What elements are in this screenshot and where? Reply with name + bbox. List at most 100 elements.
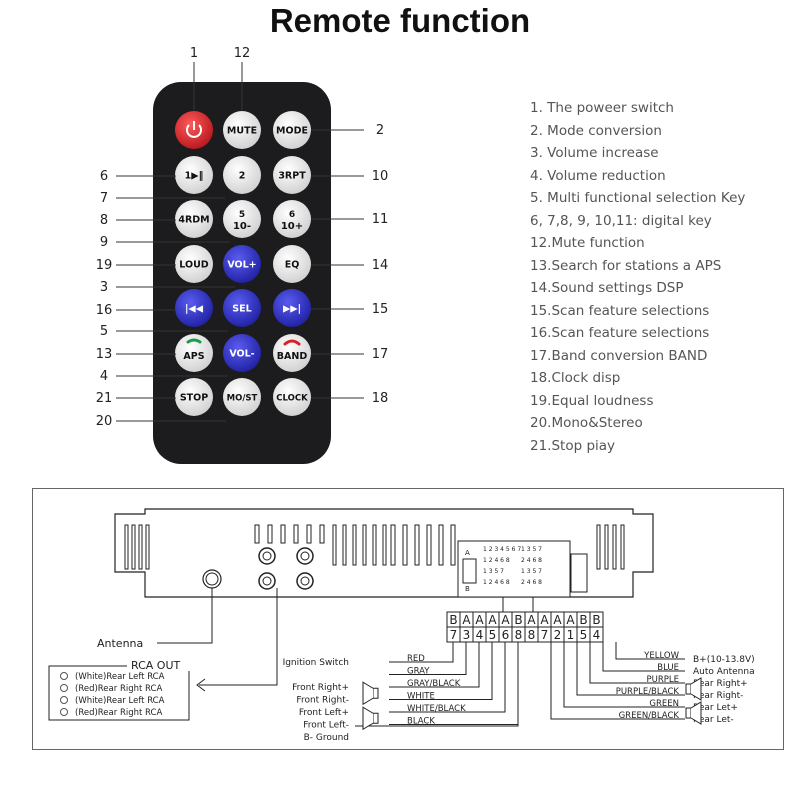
pin-number: 8 — [515, 628, 523, 642]
pin-ab-label: A — [462, 613, 471, 627]
button-face[interactable] — [273, 111, 311, 149]
left-wire-label: B- Ground — [304, 733, 349, 743]
rca-title-bg — [127, 659, 195, 671]
button-face[interactable] — [273, 245, 311, 283]
remote-button-most[interactable]: MO/ST — [223, 378, 261, 416]
button-face[interactable] — [223, 200, 261, 238]
remote-button-mode[interactable]: MODE — [273, 111, 311, 149]
remote-button-next[interactable]: ▶▶| — [273, 289, 311, 327]
iso-connector — [457, 540, 571, 598]
remote-button-volup[interactable]: VOL+ — [223, 245, 261, 283]
remote-button-eq[interactable]: EQ — [273, 245, 311, 283]
button-face[interactable] — [175, 245, 213, 283]
button-face[interactable] — [223, 245, 261, 283]
speaker-icon — [372, 712, 379, 724]
button-face[interactable] — [175, 200, 213, 238]
remote-button-prev[interactable]: |◀◀ — [175, 289, 213, 327]
remote-button-loud[interactable]: LOUD — [175, 245, 213, 283]
remote-button-clock[interactable]: CLOCK — [273, 378, 311, 416]
remote-button-power[interactable] — [175, 111, 213, 149]
button-face[interactable] — [273, 200, 311, 238]
callout-2: 2 — [376, 123, 384, 138]
pin-number: 5 — [580, 628, 588, 642]
callout-8: 8 — [100, 213, 108, 228]
pin-number: 1 — [567, 628, 575, 642]
button-face[interactable] — [273, 289, 311, 327]
rca-dot-icon — [60, 708, 68, 716]
right-wire-label: Rear Let+ — [693, 703, 738, 713]
connector-side — [570, 553, 588, 593]
rca-out-item: (White)Rear Left RCA — [75, 672, 165, 682]
right-wire-color: BLUE — [657, 663, 679, 673]
callout-20: 20 — [96, 414, 113, 429]
pin-number: 2 — [554, 628, 562, 642]
speaker-cone — [362, 706, 374, 731]
vent-slot — [596, 524, 601, 570]
remote-button-voldn[interactable]: VOL- — [223, 334, 261, 372]
rca-dot-icon — [60, 696, 68, 704]
pin-ab-label: B — [592, 613, 600, 627]
remote-control-diagram: MUTE MODE 1▶‖ 2 3RPT 4RDM 510- 610+ LOUD VOL+ EQ |◀… — [96, 46, 388, 464]
right-wire-color: PURPLE/BLACK — [616, 687, 680, 697]
connector-pins: 1 2 3 4 5 6 7 — [483, 546, 521, 553]
button-label: MUTE — [227, 126, 257, 137]
remote-button-aps[interactable]: APS — [175, 334, 213, 372]
remote-button-sel[interactable]: SEL — [223, 289, 261, 327]
left-wire — [389, 642, 467, 675]
remote-button-k2[interactable]: 2 — [223, 156, 261, 194]
remote-button-band[interactable]: BAND — [273, 334, 311, 372]
rca-out-item: (Red)Rear Right RCA — [75, 684, 162, 694]
right-wire-color: PURPLE — [647, 675, 680, 685]
page-title: Remote function — [269, 2, 531, 39]
remote-button-mute[interactable]: MUTE — [223, 111, 261, 149]
button-face[interactable] — [273, 334, 311, 372]
remote-button-k3[interactable]: 3RPT — [273, 156, 311, 194]
antenna-jack-inner — [205, 572, 219, 586]
rca-out-box — [48, 665, 190, 721]
button-face[interactable] — [175, 289, 213, 327]
vent-slot — [390, 524, 396, 566]
function-item: 6, 7,8, 9, 10,11: digital key — [530, 212, 712, 229]
button-label: MODE — [276, 126, 308, 137]
speaker-icon — [685, 707, 692, 719]
callout-9: 9 — [100, 235, 108, 250]
right-wire-color: GREEN — [649, 699, 679, 709]
rca-wire — [199, 588, 278, 686]
button-face[interactable] — [273, 156, 311, 194]
remote-button-k4[interactable]: 4RDM — [175, 200, 213, 238]
right-wire-color: YELLOW — [643, 651, 679, 661]
vent-slot — [131, 524, 136, 570]
function-item: 1. The poweer switch — [530, 100, 674, 116]
speaker-cone — [690, 677, 702, 701]
button-label: 4RDM — [178, 215, 209, 226]
remote-button-stop[interactable]: STOP — [175, 378, 213, 416]
rca-out-item: (Red)Rear Right RCA — [75, 708, 162, 718]
button-face[interactable] — [223, 156, 261, 194]
vent-slot — [438, 524, 444, 566]
pin-number: 6 — [502, 628, 510, 642]
button-label: ▶▶| — [283, 304, 301, 315]
button-face[interactable] — [175, 334, 213, 372]
callout-6: 6 — [100, 169, 108, 184]
vent-slot — [450, 524, 456, 566]
pin-number: 7 — [541, 628, 549, 642]
remote-button-k5[interactable]: 510- — [223, 200, 261, 238]
right-wire-label: Rear Right+ — [693, 679, 748, 689]
radio-chassis — [114, 508, 654, 598]
button-face[interactable] — [223, 378, 261, 416]
function-item: 21.Stop piay — [530, 437, 616, 454]
right-wire — [550, 642, 685, 720]
button-face[interactable] — [223, 334, 261, 372]
remote-button-k6[interactable]: 610+ — [273, 200, 311, 238]
vent-slot — [124, 524, 129, 570]
left-wire-color: GRAY — [407, 667, 430, 677]
button-face[interactable] — [175, 378, 213, 416]
button-face[interactable] — [273, 378, 311, 416]
button-face[interactable] — [175, 156, 213, 194]
button-label: |◀◀ — [185, 304, 204, 315]
remote-button-k1[interactable]: 1▶‖ — [175, 156, 213, 194]
callout-4: 4 — [100, 369, 108, 384]
button-face[interactable] — [223, 289, 261, 327]
connector-a-label: A — [465, 549, 470, 557]
button-face[interactable] — [223, 111, 261, 149]
